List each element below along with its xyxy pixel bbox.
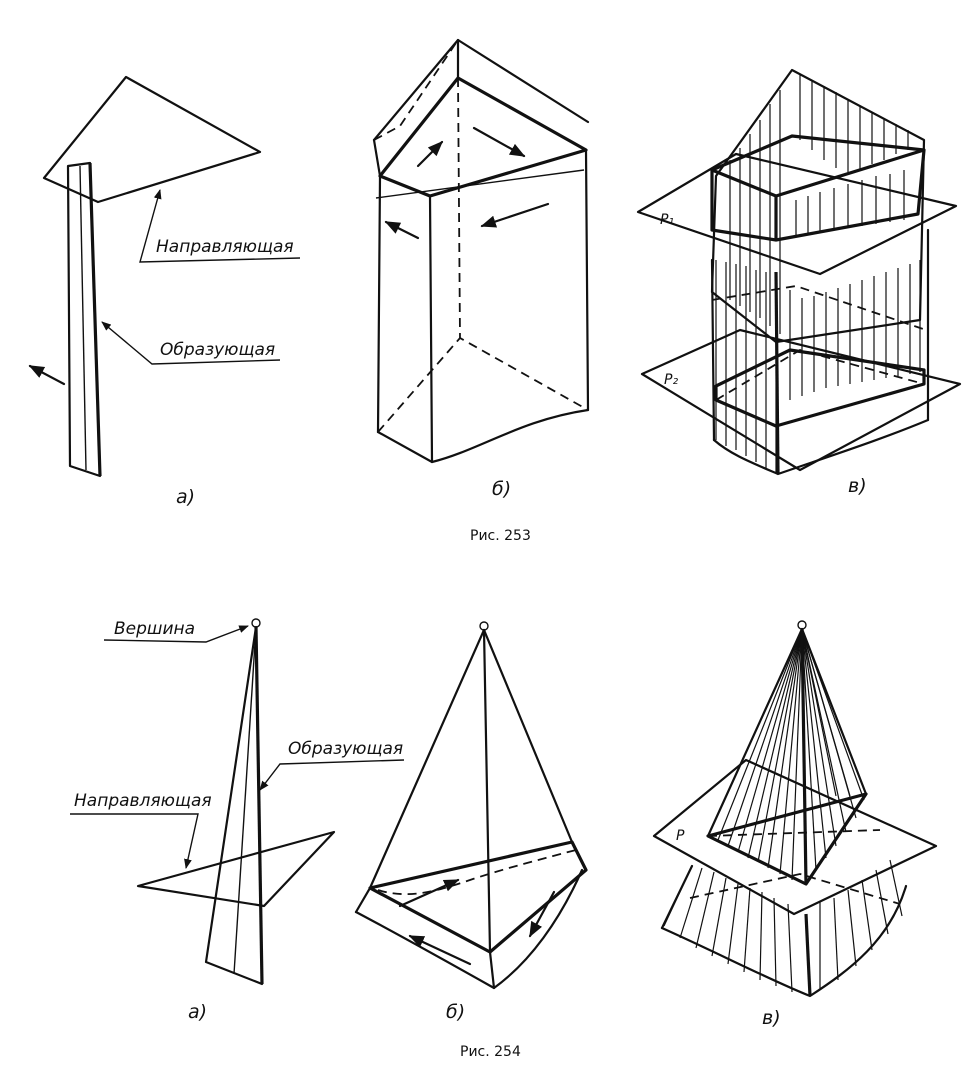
apex-point [479, 621, 489, 631]
wedge-inner-line [233, 626, 257, 975]
motion-arrow [28, 364, 66, 386]
pyramid-bottom-broken [660, 884, 908, 998]
arrow-top-left [416, 140, 444, 168]
generatrix-label: Образующая [288, 739, 403, 759]
prism-hidden-base [377, 336, 589, 433]
fig254a-pyramid-element: Вершина Образующая Направляющая а) [70, 618, 405, 1023]
pyramid-right-edge [482, 628, 574, 844]
pyramid-left-edge [368, 628, 486, 890]
hatching-lower [663, 859, 903, 993]
figure-254: Вершина Образующая Направляющая а) б) [70, 618, 938, 1060]
lower-left-edge [354, 886, 372, 914]
wedge-edge [254, 626, 264, 985]
subfigure-label-b: б) [492, 478, 511, 500]
guide-leader [70, 813, 199, 869]
fig253v-prism: P₁ [636, 68, 962, 497]
fig253b-prism: б) [372, 38, 590, 500]
apex-point [251, 618, 261, 628]
pyramid-bottom-broken [354, 868, 584, 990]
plane-label-p: P [676, 828, 685, 844]
prism-outline-top [710, 68, 926, 344]
generatrix-leader [101, 321, 281, 365]
generatrix-leader [259, 759, 405, 791]
lower-left-edge [660, 864, 694, 930]
prism-left-edge [376, 174, 382, 434]
plane-p [652, 758, 938, 916]
prism-bottom-broken [712, 418, 930, 476]
prism-bottom-broken [376, 408, 590, 464]
arrow-bottom [408, 934, 472, 966]
subfigure-label-v: в) [848, 475, 867, 497]
guide-label: Направляющая [156, 237, 294, 257]
arrow-front [480, 202, 550, 228]
subfigure-label-a: а) [188, 1001, 207, 1023]
generatrix-label: Образующая [160, 340, 275, 360]
prism-left-top [372, 138, 382, 178]
prism-front-edge [428, 194, 434, 464]
apex-label: Вершина [114, 619, 195, 639]
section-p2-hidden [715, 349, 925, 401]
hatching-upper [729, 74, 909, 334]
figure-253: Направляющая Образующая а) б) [28, 38, 962, 544]
guide-label: Направляющая [74, 791, 212, 811]
prism-right-edge [584, 148, 590, 412]
apex-leader [103, 625, 249, 643]
section-hidden-back [369, 841, 573, 889]
pyramid-front-edge [800, 628, 808, 885]
lower-front-edge [488, 950, 496, 990]
plane-p2 [640, 328, 962, 472]
figure-254-caption: Рис. 254 [460, 1044, 521, 1060]
lower-front-edge [804, 913, 812, 997]
fig254v-pyramid: P в) [652, 620, 938, 1029]
plane-p1 [636, 152, 958, 276]
generatrix-wedge [204, 625, 264, 986]
hidden-curve [377, 849, 577, 896]
plane-label-p2: P₂ [664, 372, 678, 388]
section-hidden [707, 829, 881, 837]
subfigure-label-a: а) [176, 486, 195, 508]
lower-hidden [689, 873, 901, 905]
section-p2 [714, 348, 926, 428]
generatrix-fan [707, 628, 865, 883]
arrow-right [528, 890, 556, 938]
arrow-back [398, 878, 460, 908]
pyramid-front-edge [482, 628, 492, 954]
section-p [706, 792, 868, 886]
prism-front-edge-lower [774, 271, 780, 475]
prism-left-edge-lower [710, 258, 716, 442]
guide-triangle [136, 830, 336, 908]
pyramid-left-edge [706, 627, 804, 838]
subfigure-label-b: б) [446, 1001, 465, 1023]
figure-253-caption: Рис. 253 [470, 528, 531, 544]
strip-edge [88, 162, 102, 477]
fig253a-prism-element: Направляющая Образующая а) [28, 75, 301, 508]
strip-inner-line [79, 165, 87, 471]
apex-point [797, 620, 807, 630]
arrow-top-right [472, 126, 526, 158]
subfigure-label-v: в) [762, 1007, 781, 1029]
guide-leader [139, 189, 301, 263]
plane-label-p1: P₁ [660, 212, 674, 228]
prism-hidden-top [373, 39, 459, 141]
fig254b-pyramid: б) [354, 621, 588, 1023]
prism-hidden-edge [457, 77, 461, 339]
pyramid-section [368, 840, 588, 954]
arrow-left [384, 220, 420, 240]
pyramid-right-edge [800, 627, 868, 796]
guide-plane [42, 75, 262, 204]
section-p1 [710, 134, 926, 242]
prism-section-back [375, 169, 585, 199]
